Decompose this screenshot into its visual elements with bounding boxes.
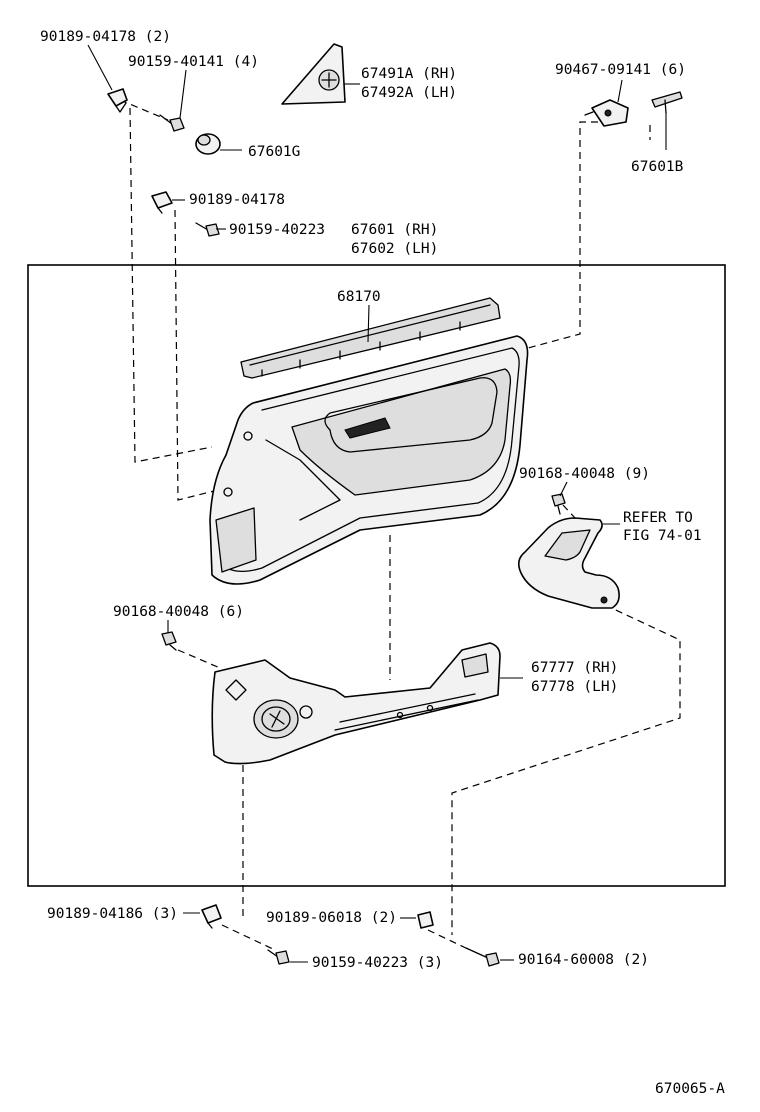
- cap-icon: [195, 133, 221, 155]
- armrest-handle-icon: [517, 517, 620, 609]
- screw-icon: [465, 947, 500, 967]
- part-number-label: 90168-40048 (6): [113, 604, 244, 620]
- part-number-label: 67777 (RH): [531, 660, 618, 676]
- mirror-cover-icon: [281, 43, 346, 105]
- part-number-label: 67491A (RH): [361, 66, 457, 82]
- clip-icon: [107, 88, 128, 113]
- leader-lines: [87, 44, 667, 963]
- part-number-label: 90159-40223 (3): [312, 955, 443, 971]
- screw-icon: [195, 222, 220, 237]
- clip-icon: [417, 911, 434, 929]
- part-number-label: 68170: [337, 289, 381, 305]
- assembly-dash-lines: [119, 99, 681, 951]
- part-number-label: 90189-04178 (2): [40, 29, 171, 45]
- part-number-label: 90467-09141 (6): [555, 62, 686, 78]
- lower-trim-panel-icon: [211, 642, 501, 765]
- part-number-label: 90189-04186 (3): [47, 906, 178, 922]
- part-number-label: 67778 (LH): [531, 679, 618, 695]
- screw-icon: [161, 631, 177, 651]
- part-number-label: 67602 (LH): [351, 241, 438, 257]
- weatherstrip-icon: [240, 297, 501, 379]
- part-number-label: 67492A (LH): [361, 85, 457, 101]
- part-number-label: 67601G: [248, 144, 300, 160]
- part-number-label: 90159-40141 (4): [128, 54, 259, 70]
- clip-icon: [201, 904, 222, 929]
- screw-icon: [159, 114, 185, 132]
- part-number-label: 67601B: [631, 159, 684, 175]
- part-number-label: 90168-40048 (9): [519, 466, 650, 482]
- part-number-label: 67601 (RH): [351, 222, 438, 238]
- clip-icon: [151, 191, 173, 214]
- part-number-label: 90189-04178: [189, 192, 285, 208]
- part-number-label: 90159-40223: [229, 222, 325, 238]
- part-number-label: 90164-60008 (2): [518, 952, 649, 968]
- reference-note: FIG 74-01: [623, 528, 702, 544]
- screw-clip-icon: [584, 99, 629, 127]
- door-trim-panel-icon: [209, 335, 529, 585]
- screw-icon: [551, 493, 566, 515]
- figure-code: 670065-A: [655, 1081, 725, 1097]
- bracket-icon: [651, 91, 683, 114]
- screw-icon: [267, 949, 290, 965]
- reference-note: REFER TO: [623, 510, 693, 526]
- assembly-frame: [27, 264, 726, 887]
- part-number-label: 90189-06018 (2): [266, 910, 397, 926]
